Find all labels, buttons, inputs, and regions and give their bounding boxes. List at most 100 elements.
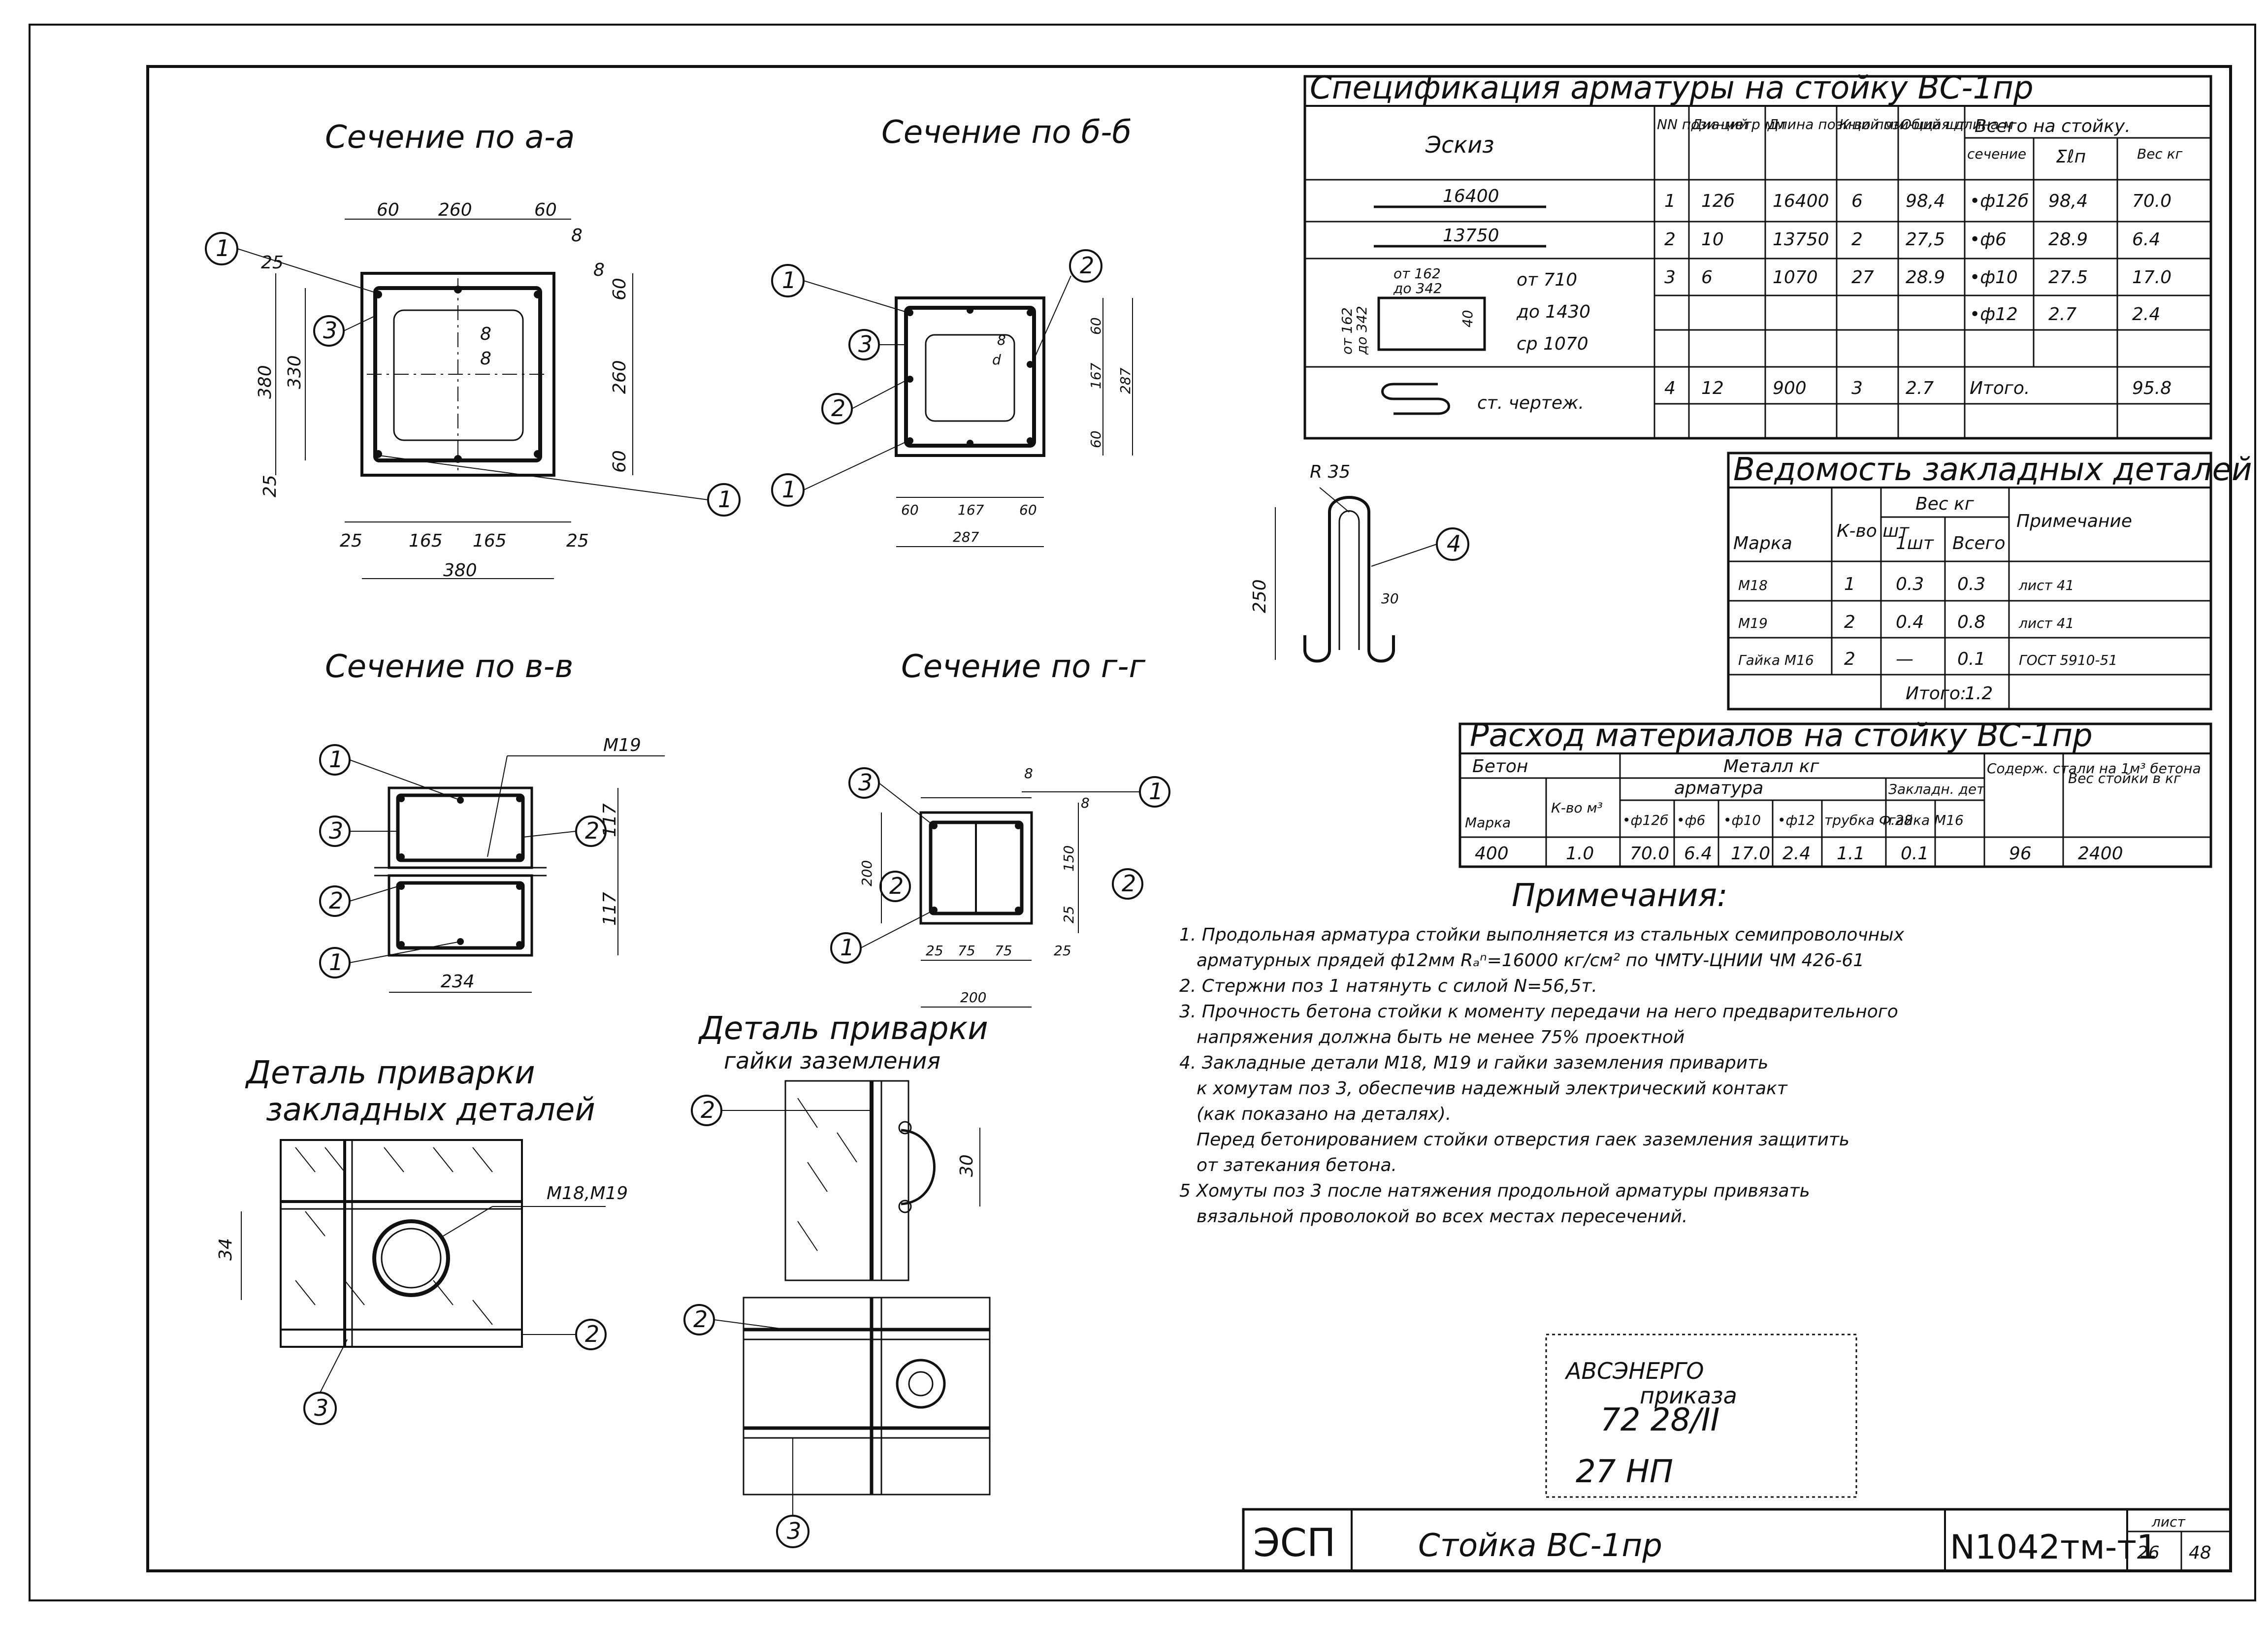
bb-dim-0: 60: [901, 502, 919, 518]
spec-cell-2-7: 17.0: [2132, 267, 2171, 288]
detail-nut-title-1: Деталь приварки: [698, 1010, 988, 1047]
embedded-parts-table: Ведомость закладных деталей Марка К-во ш…: [1727, 452, 2252, 711]
aa-dim-2: 60: [534, 200, 557, 220]
tb-sheets: 48: [2189, 1543, 2211, 1563]
mat-h-weight: Вес стойки в кг: [2068, 770, 2181, 786]
spec-cell-2-6: 27.5: [2048, 267, 2088, 288]
nut-callout-3: 3: [787, 1518, 801, 1544]
inner-frame: [146, 65, 2232, 1572]
spec-cell-0-7: 70.0: [2132, 191, 2171, 211]
detail-embedded-title-2: закладных деталей: [266, 1092, 595, 1128]
bb-dim-5: 167: [1088, 362, 1104, 389]
aa-dim-1: 260: [438, 200, 472, 220]
embedded-callout-2: 2: [585, 1321, 599, 1347]
section-aa-outline: [360, 272, 555, 477]
spec-cell-0-4: 98,4: [1906, 191, 1945, 211]
aa-dim-11: 25: [260, 475, 280, 497]
vv-dim-0: 117: [600, 803, 620, 837]
nut-dim: 30: [957, 1154, 977, 1177]
spec-table: Спецификация арматуры на стойку ВС-1пр Э…: [1303, 70, 2212, 440]
detail-nut: Деталь приварки гайки заземления 30 2 2 …: [683, 1010, 991, 1548]
note-line-1: арматурных прядей ф12мм Rₐⁿ=16000 кг/см²…: [1197, 950, 1864, 971]
spec-h-pos: NN пози-ций: [1657, 116, 1748, 132]
note-line-11: вязальной проволокой во всех местах пере…: [1197, 1206, 1687, 1227]
aa-dim-5: 25: [261, 253, 284, 273]
spec-cell-2-3: 27: [1851, 267, 1874, 288]
gg-dim-5: 25: [926, 943, 943, 959]
section-gg-title: Сечение по г-г: [901, 649, 1145, 685]
mat-h-c5: трубка Ф.28: [1824, 812, 1913, 828]
spec-cell-1-4: 27,5: [1906, 229, 1945, 250]
spec-sketch-3a: от 162: [1393, 265, 1441, 282]
bb-dim-6: 60: [1088, 430, 1104, 448]
note-line-4: напряжения должна быть не менее 75% прое…: [1197, 1027, 1685, 1047]
note-line-6: к хомутам поз 3, обеспечив надежный элек…: [1197, 1078, 1788, 1099]
gg-callout-2b: 2: [1122, 870, 1136, 897]
vv-dim-1: 117: [600, 892, 620, 926]
spec-cell-3-6: 2.7: [2048, 304, 2076, 325]
aa-callout-1b: 1: [718, 486, 732, 513]
ep-cell-0-1: 1: [1844, 574, 1855, 594]
spec-cell-4-2: 900: [1773, 378, 1807, 398]
tb-name: Стойка ВС-1пр: [1418, 1528, 1662, 1564]
aa-callout-1: 1: [216, 235, 230, 261]
note-line-3: 3. Прочность бетона стойки к моменту пер…: [1179, 1002, 1898, 1022]
nut-callout-2: 2: [701, 1097, 715, 1123]
ep-h-mark: Марка: [1733, 533, 1792, 554]
aa-dim-4: 8: [593, 260, 605, 280]
mat-h-rebar: арматура: [1674, 778, 1763, 798]
ep-h-note: Примечание: [2016, 511, 2132, 531]
tb-org: ЭСП: [1253, 1521, 1336, 1565]
detail-embedded-title-1: Деталь приварки: [245, 1055, 535, 1091]
embedded-callout-3: 3: [314, 1395, 328, 1421]
stamp-line-2: приказа: [1640, 1382, 1737, 1409]
materials-table: Расход материалов на стойку ВС-1пр Бетон…: [1458, 717, 2212, 868]
mat-title: Расход материалов на стойку ВС-1пр: [1470, 717, 2093, 754]
spec-h-totallen: Общая длина м: [1901, 116, 2014, 132]
aa-dim-17: 8: [480, 324, 491, 344]
aa-dim-16: 380: [443, 560, 477, 581]
spec-cell-4-7: 95.8: [2132, 378, 2171, 398]
stamp: АВСЭНЕРГО приказа 72 28/II 27 НП: [1545, 1334, 1857, 1498]
spec-sketch-3g: до 1430: [1516, 302, 1590, 322]
stamp-line-4: 27 НП: [1576, 1454, 1673, 1490]
ep-cell-2-1: 2: [1844, 649, 1855, 669]
ep-h-one: 1шт: [1896, 533, 1934, 554]
ep-total-label: Итого:: [1906, 684, 1966, 704]
aa-dim-18: 8: [480, 349, 491, 369]
bb-dim-7: 287: [1117, 367, 1134, 394]
mat-cell-4: 17.0: [1731, 844, 1770, 864]
hook-dim-250: 250: [1250, 579, 1270, 613]
bb-dim-4: 60: [1088, 317, 1104, 335]
mat-cell-8: 96: [2009, 844, 2032, 864]
section-aa-title: Сечение по а-а: [325, 119, 575, 156]
spec-sketch-4: ст. чертеж.: [1477, 393, 1584, 413]
ep-cell-0-0: M18: [1738, 577, 1768, 593]
ep-h-qty: К-во шт: [1837, 521, 1910, 541]
spec-cell-1-7: 6.4: [2132, 229, 2160, 250]
mat-cell-9: 2400: [2078, 844, 2123, 864]
section-bb-title: Сечение по б-б: [881, 114, 1132, 151]
nut-callout-2b: 2: [693, 1306, 708, 1333]
spec-cell-1-2: 13750: [1773, 229, 1829, 250]
gg-dim-0: 8: [1024, 765, 1033, 781]
gg-callout-1: 1: [1149, 778, 1163, 805]
spec-sketch-1: 16400: [1443, 186, 1499, 206]
spec-cell-0-0: 1: [1664, 191, 1676, 211]
spec-h-group: Всего на стойку.: [1975, 116, 2131, 136]
bb-callout-2: 2: [831, 395, 845, 422]
vv-marker: M19: [603, 735, 641, 755]
mat-h-c1: •ф12б: [1622, 812, 1668, 828]
spec-cell-1-5: •ф6: [1970, 229, 2007, 250]
section-bb-outline: [895, 296, 1045, 457]
spec-cell-4-5: Итого.: [1970, 378, 2030, 398]
mat-h-vol: К-во м³: [1551, 800, 1603, 816]
spec-cell-0-3: 6: [1851, 191, 1863, 211]
spec-cell-4-1: 12: [1701, 378, 1724, 398]
bb-dim-2: 60: [1019, 502, 1037, 518]
gg-dim-2: 200: [859, 860, 875, 886]
